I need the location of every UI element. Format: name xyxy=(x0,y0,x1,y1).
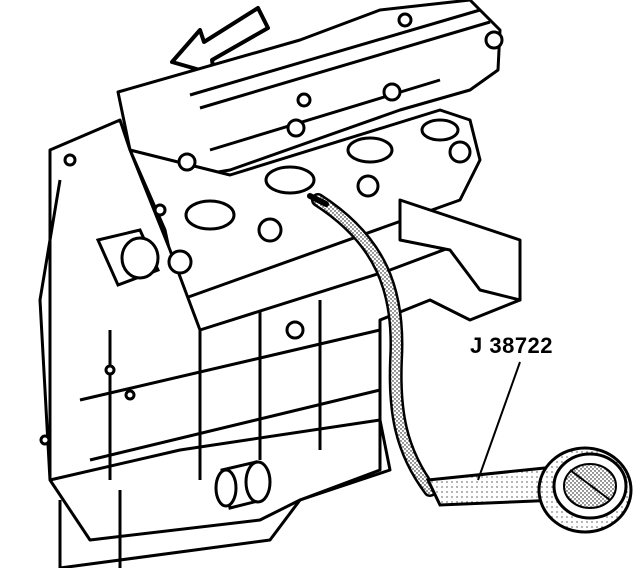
tool-label: J 38722 xyxy=(470,333,554,358)
engine-block xyxy=(38,0,522,568)
callout-leader xyxy=(477,361,521,481)
pressure-gauge xyxy=(425,446,633,534)
coolant-outlet xyxy=(95,228,161,287)
oil-filter xyxy=(214,460,272,510)
bolt-heads xyxy=(39,12,504,446)
gauge-hose xyxy=(307,193,437,497)
